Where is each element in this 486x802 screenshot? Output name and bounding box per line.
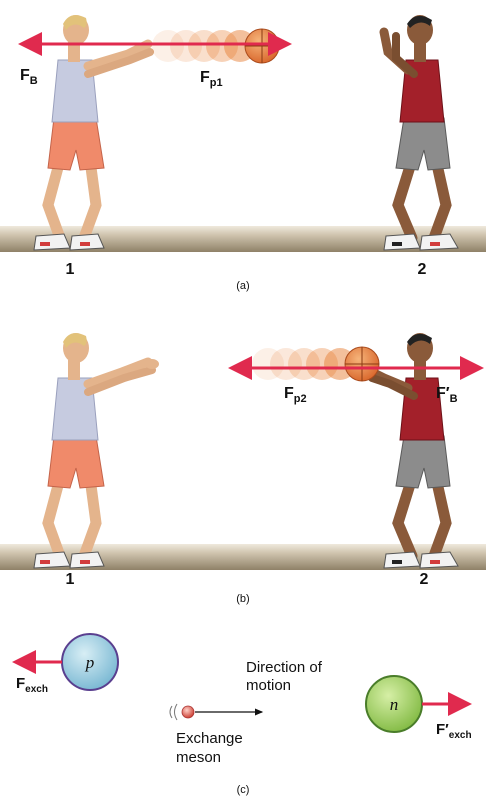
proton-symbol: p — [85, 653, 95, 672]
motion-label-line2: motion — [246, 677, 291, 694]
force-label-fexch-prime: F′exch — [436, 721, 472, 741]
caption-b: (b) — [236, 593, 249, 605]
proton-particle: p — [62, 634, 118, 690]
ball-trail-a — [152, 30, 256, 62]
force-label-fp2: Fp2 — [284, 385, 307, 405]
meson-label-line1: Exchange — [176, 730, 243, 747]
player-2-label-a: 2 — [418, 261, 427, 278]
player-1-label-b: 1 — [66, 571, 75, 588]
neutron-particle: n — [366, 676, 422, 732]
caption-a: (a) — [236, 280, 249, 292]
neutron-symbol: n — [390, 695, 399, 714]
exchange-meson — [170, 704, 194, 720]
force-label-fb: FB — [20, 67, 38, 87]
caption-c: (c) — [237, 784, 250, 796]
force-label-fp1: Fp1 — [200, 69, 223, 89]
panel-a: FB Fp1 1 2 (a) — [0, 15, 486, 292]
basketball-a — [245, 29, 279, 63]
motion-label-line1: Direction of — [246, 659, 323, 676]
player-2-label-b: 2 — [420, 571, 429, 588]
player-1-b — [34, 333, 159, 568]
ball-trail-b — [252, 348, 356, 380]
basketball-b — [345, 347, 379, 381]
player-2-a — [384, 15, 458, 250]
meson-label-line2: meson — [176, 749, 221, 766]
force-label-fexch: Fexch — [16, 675, 48, 695]
player-1-a — [34, 15, 150, 250]
player-1-label-a: 1 — [66, 261, 75, 278]
panel-b: Fp2 F′B 1 2 (b) — [0, 333, 486, 605]
panel-c: p Fexch Direction of motion Exchange mes… — [16, 634, 472, 796]
